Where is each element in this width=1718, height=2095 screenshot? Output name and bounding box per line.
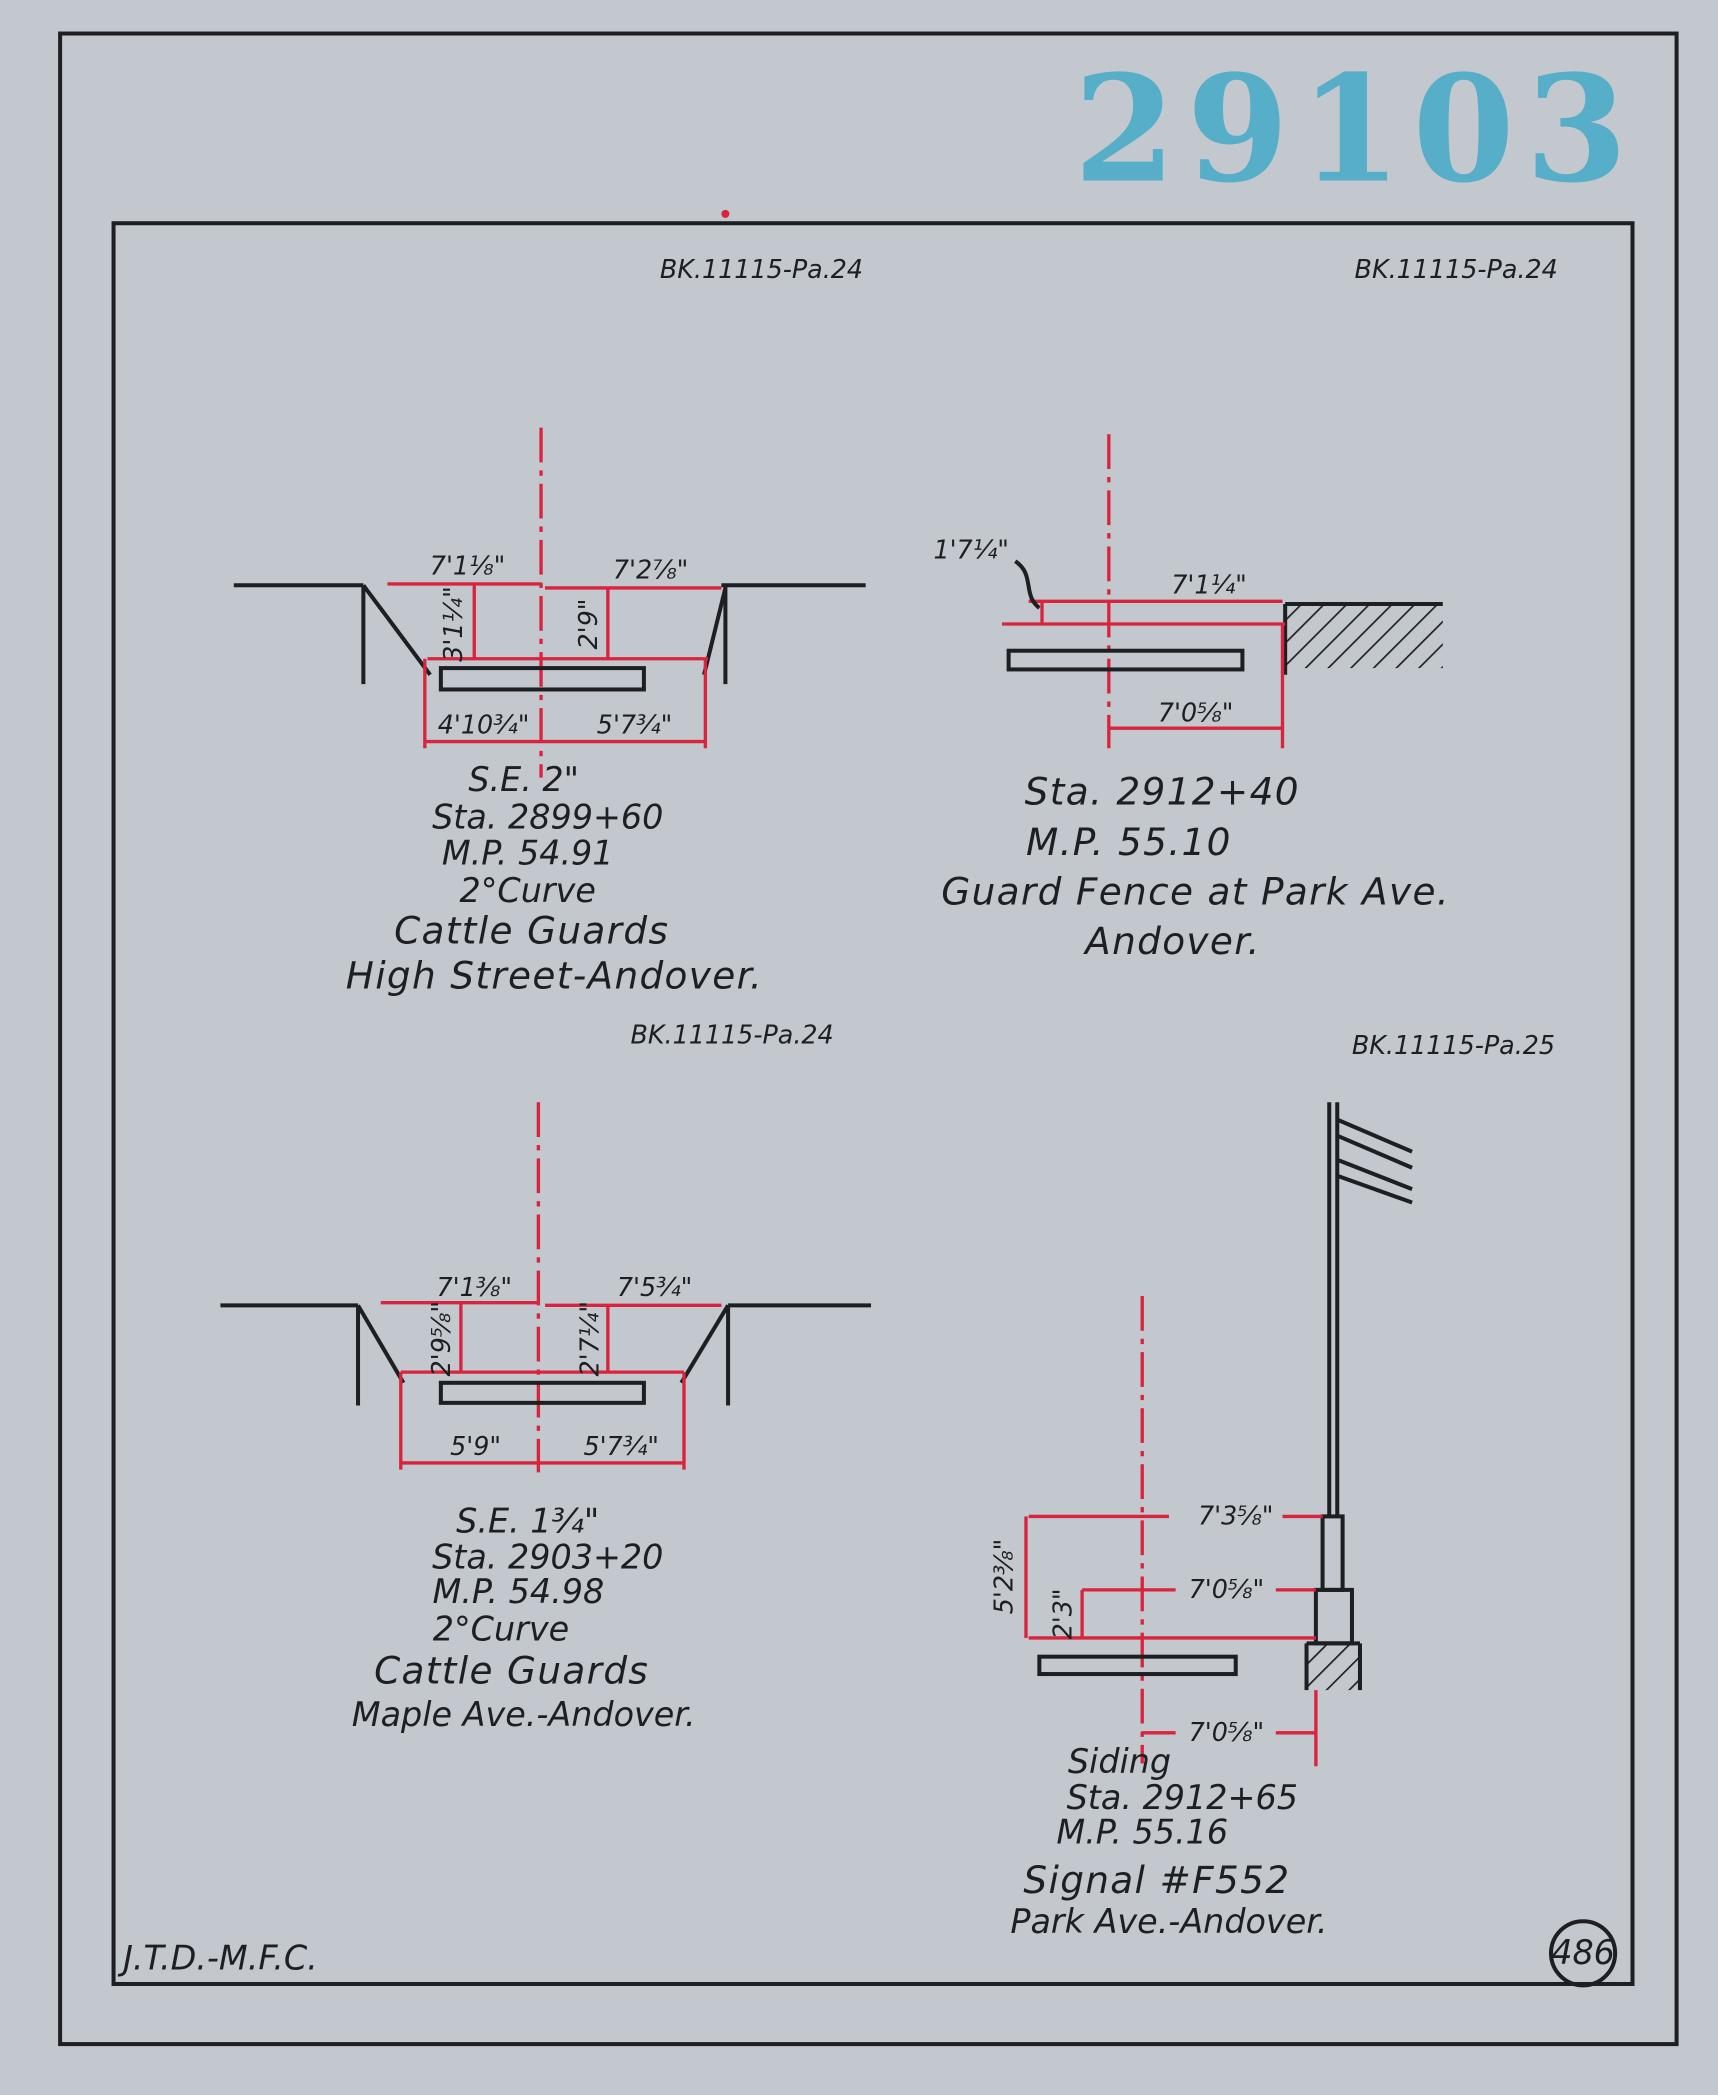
draftsmen-initials: J.T.D.-M.F.C. xyxy=(117,1938,318,1977)
signal-mast xyxy=(1327,1102,1340,1517)
drawing-cattle-guards-maple-ave: BK.11115-Pa.24 7'1⅜" 7'5¾" 2'9⅝" 2'7¼" 5… xyxy=(220,1019,872,1734)
fence-hatched-block xyxy=(1285,603,1443,669)
inner-border xyxy=(111,221,1635,1986)
dimension-lines xyxy=(1001,599,1286,749)
mile-post: M.P. 54.91 xyxy=(442,833,614,872)
location: High Street-Andover. xyxy=(346,954,763,998)
page-number-circle xyxy=(1549,1919,1618,1988)
dimension-label: 2'9⅝" xyxy=(426,1301,456,1377)
dimension-label: 7'0⅝" xyxy=(1189,1717,1265,1747)
tie xyxy=(1006,648,1245,672)
tie xyxy=(1037,1654,1238,1677)
location: Andover. xyxy=(1083,919,1261,963)
red-dot xyxy=(721,209,730,218)
mile-post: M.P. 54.98 xyxy=(432,1572,604,1611)
title: Cattle Guards xyxy=(394,908,669,952)
dimension-lines xyxy=(1024,1514,1323,1767)
dimension-label: 2'3" xyxy=(1047,1588,1077,1639)
signal-foundation xyxy=(1306,1643,1360,1691)
dimension-label: 7'1⅛" xyxy=(430,551,506,581)
dimension-lines xyxy=(387,582,722,749)
dimension-label: 4'10¾" xyxy=(438,710,530,740)
station: Sta. 2912+65 xyxy=(1067,1778,1298,1817)
tie xyxy=(438,666,646,692)
ground-and-guard-walls xyxy=(233,583,866,685)
drawing-guard-fence-park-ave: BK.11115-Pa.24 1'7¼" 7'1¼" 7'0⅝" Sta. 29… xyxy=(933,254,1557,963)
signal-base-upper xyxy=(1320,1514,1345,1592)
curve: 2°Curve xyxy=(459,871,595,910)
superelevation: S.E. 1¾" xyxy=(456,1501,599,1540)
book-reference: BK.11115-Pa.25 xyxy=(1352,1030,1555,1060)
signal-base-lower xyxy=(1313,1587,1354,1646)
dimension-label: 1'7¼" xyxy=(933,535,1009,565)
foundation-outline xyxy=(1304,1641,1362,1691)
station: Sta. 2912+40 xyxy=(1025,769,1300,813)
dimension-label: 2'7¼" xyxy=(574,1301,604,1377)
stamp-number: 29103 xyxy=(1074,42,1639,215)
station: Sta. 2903+20 xyxy=(432,1538,663,1577)
dimension-label: 7'1⅜" xyxy=(436,1272,512,1302)
page-number: 486 xyxy=(1551,1933,1615,1972)
tie xyxy=(438,1380,646,1405)
location: Maple Ave.-Andover. xyxy=(352,1695,696,1734)
title: Signal #F552 xyxy=(1023,1858,1290,1902)
mile-post: M.P. 55.16 xyxy=(1056,1813,1228,1852)
title: Guard Fence at Park Ave. xyxy=(941,870,1450,914)
drawing-cattle-guards-high-street: BK.11115-Pa.24 7'1⅛" 7'2⅞" 3'1¼" 2'9" 4'… xyxy=(233,254,866,998)
signal-arms xyxy=(1336,1117,1413,1205)
dimension-label: 5'9" xyxy=(450,1431,501,1461)
dimension-label: 7'5¾" xyxy=(617,1272,693,1302)
dimension-label: 7'1¼" xyxy=(1171,569,1247,599)
ground-and-guard-walls xyxy=(220,1303,872,1406)
dimension-label: 7'3⅝" xyxy=(1198,1500,1274,1530)
dimension-label: 2'9" xyxy=(573,599,603,650)
curve: 2°Curve xyxy=(433,1610,569,1649)
leader-line xyxy=(1014,559,1041,610)
title: Cattle Guards xyxy=(374,1648,649,1692)
dimension-lines xyxy=(380,1300,722,1470)
outer-border xyxy=(58,31,1679,2047)
dimension-label: 7'0⅝" xyxy=(1189,1574,1265,1604)
dimension-label: 5'7¾" xyxy=(583,1431,659,1461)
book-reference: BK.11115-Pa.24 xyxy=(660,254,863,284)
track-type: Siding xyxy=(1068,1742,1171,1781)
dimension-label: 5'2⅜" xyxy=(989,1539,1019,1615)
dimension-label: 3'1¼" xyxy=(438,586,468,662)
book-reference: BK.11115-Pa.24 xyxy=(1355,254,1558,284)
dimension-label: 7'0⅝" xyxy=(1158,698,1234,728)
drawing-signal-f552: BK.11115-Pa.25 7'3⅝" 7'0⅝" 5'2⅜" 2'3" 7'… xyxy=(989,1030,1555,1941)
fence-outline xyxy=(1283,601,1443,675)
book-reference: BK.11115-Pa.24 xyxy=(630,1019,833,1049)
dimension-label: 7'2⅞" xyxy=(613,555,689,585)
station: Sta. 2899+60 xyxy=(432,797,663,836)
dimension-label: 5'7¾" xyxy=(597,710,673,740)
location: Park Ave.-Andover. xyxy=(1010,1902,1327,1941)
mile-post: M.P. 55.10 xyxy=(1026,820,1232,864)
superelevation: S.E. 2" xyxy=(468,760,579,799)
